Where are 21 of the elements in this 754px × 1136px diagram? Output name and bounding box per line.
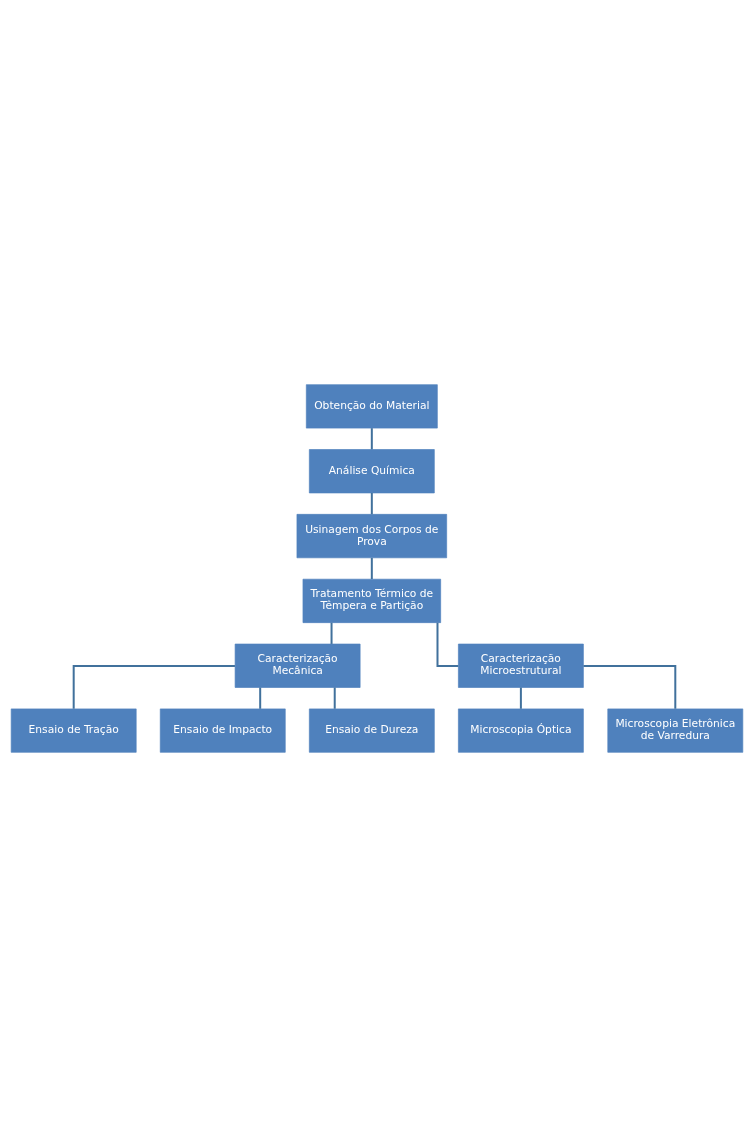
node-box: Obtenção do Material [305,383,438,428]
node-box: Usinagem dos Corpos de Prova [296,513,448,558]
node-box: Caracterização Mecânica [234,643,361,688]
connector [259,687,262,709]
node-box: Ensaio de Tração [10,708,137,753]
connector [370,427,373,449]
connector [370,557,373,579]
node-box: Caracterização Microestrutural [458,643,584,688]
connector [519,687,522,709]
node-box: Ensaio de Impacto [159,708,286,753]
connector [583,664,677,709]
node-box: Microscopia Eletrônica de Varredura [607,708,744,753]
node-box: Ensaio de Dureza [309,708,435,753]
connector [72,664,235,709]
connector [330,622,333,644]
connector [370,492,373,514]
node-box: Análise Química [309,448,435,493]
connector [333,687,336,709]
node-box: Microscopia Óptica [458,708,584,753]
connector [436,622,459,667]
node-box: Tratamento Térmico de Têmpera e Partição [302,578,441,623]
